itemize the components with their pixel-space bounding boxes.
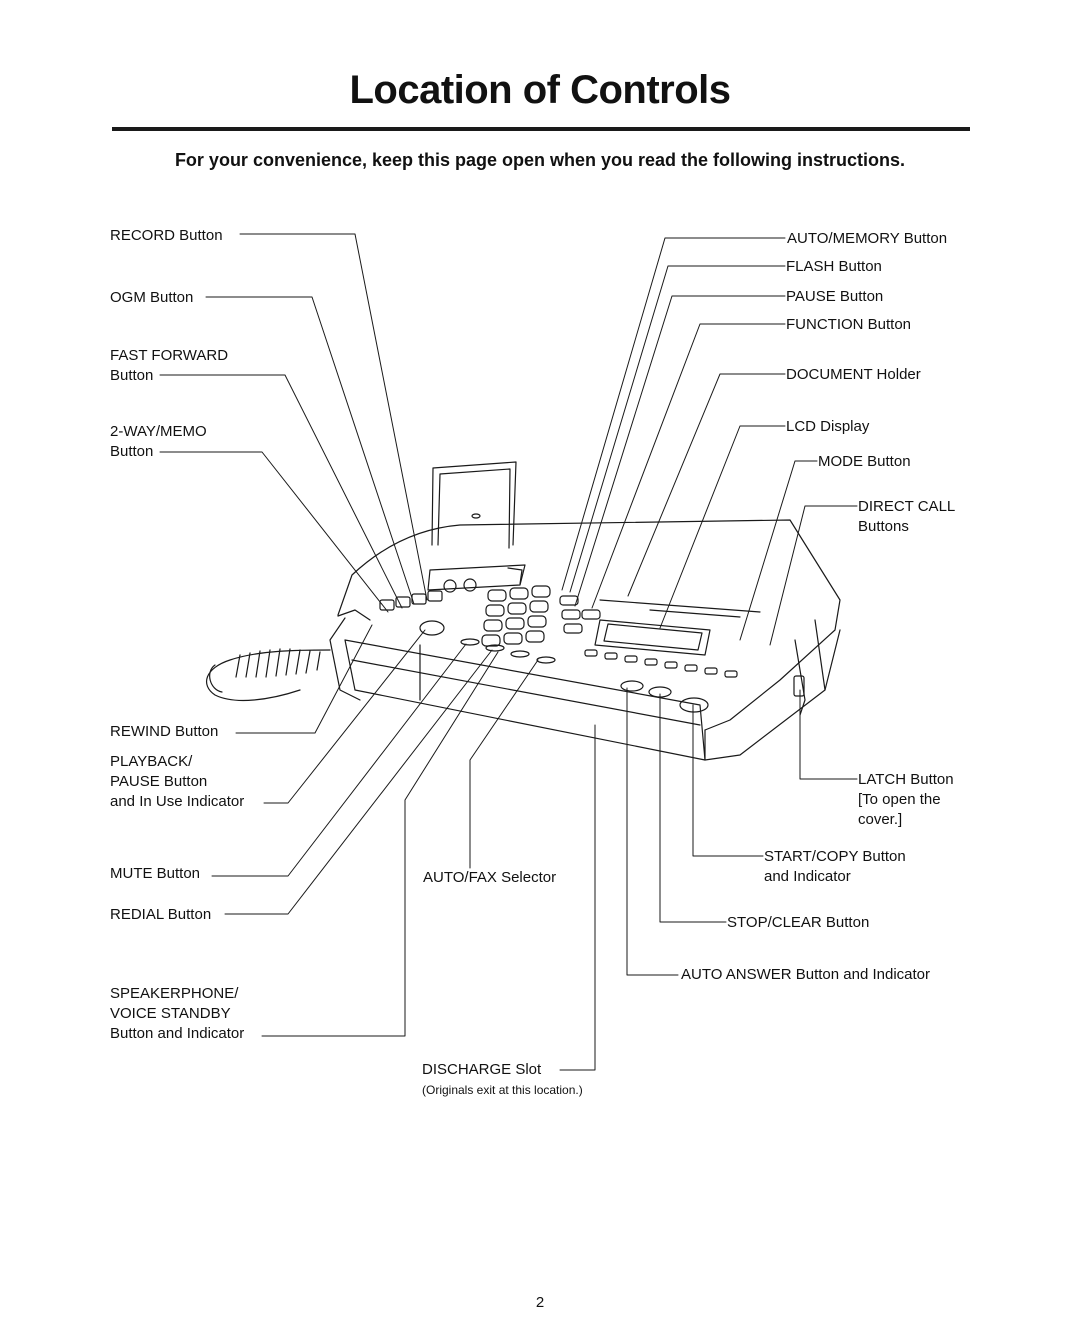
label-latch-button: LATCH Button [To open the cover.]	[858, 771, 954, 828]
page-number: 2	[535, 1294, 545, 1311]
keypad	[481, 585, 551, 647]
label-discharge-note: (Originals exit at this location.)	[422, 1083, 583, 1097]
page-subtitle: For your convenience, keep this page ope…	[174, 150, 906, 170]
right-leader-lines	[561, 237, 858, 976]
label-discharge-slot: DISCHARGE Slot	[422, 1061, 542, 1078]
label-auto-fax-selector: AUTO/FAX Selector	[423, 869, 557, 886]
label-two-way-memo-button: 2-WAY/MEMO Button	[110, 423, 207, 460]
label-function-button: FUNCTION Button	[786, 316, 912, 333]
label-pause-button: PAUSE Button	[786, 288, 884, 305]
label-start-copy-button: START/COPY Button and Indicator	[764, 848, 906, 885]
label-direct-call-buttons: DIRECT CALL Buttons	[858, 498, 956, 535]
label-mode-button: MODE Button	[818, 453, 911, 470]
label-redial-button: REDIAL Button	[110, 906, 212, 923]
label-document-holder: DOCUMENT Holder	[786, 366, 921, 383]
title-rule	[112, 127, 970, 131]
label-auto-answer-button: AUTO ANSWER Button and Indicator	[681, 966, 931, 983]
label-auto-memory-button: AUTO/MEMORY Button	[787, 230, 948, 247]
handset-cord	[205, 648, 331, 702]
direct-call-buttons	[584, 649, 738, 678]
label-rewind-button: REWIND Button	[110, 723, 219, 740]
fax-machine-illustration	[205, 461, 841, 761]
label-record-button: RECORD Button	[110, 227, 223, 244]
label-fast-forward-button: FAST FORWARD Button	[110, 347, 229, 384]
label-ogm-button: OGM Button	[110, 289, 194, 306]
left-leader-lines	[159, 233, 596, 1071]
label-playback-pause-button: PLAYBACK/ PAUSE Button and In Use Indica…	[110, 753, 245, 810]
label-speakerphone-button: SPEAKERPHONE/ VOICE STANDBY Button and I…	[110, 985, 245, 1042]
label-flash-button: FLASH Button	[786, 258, 882, 275]
page-title: Location of Controls	[349, 68, 731, 112]
label-stop-clear-button: STOP/CLEAR Button	[727, 914, 870, 931]
label-lcd-display: LCD Display	[786, 418, 870, 435]
label-mute-button: MUTE Button	[110, 865, 201, 882]
